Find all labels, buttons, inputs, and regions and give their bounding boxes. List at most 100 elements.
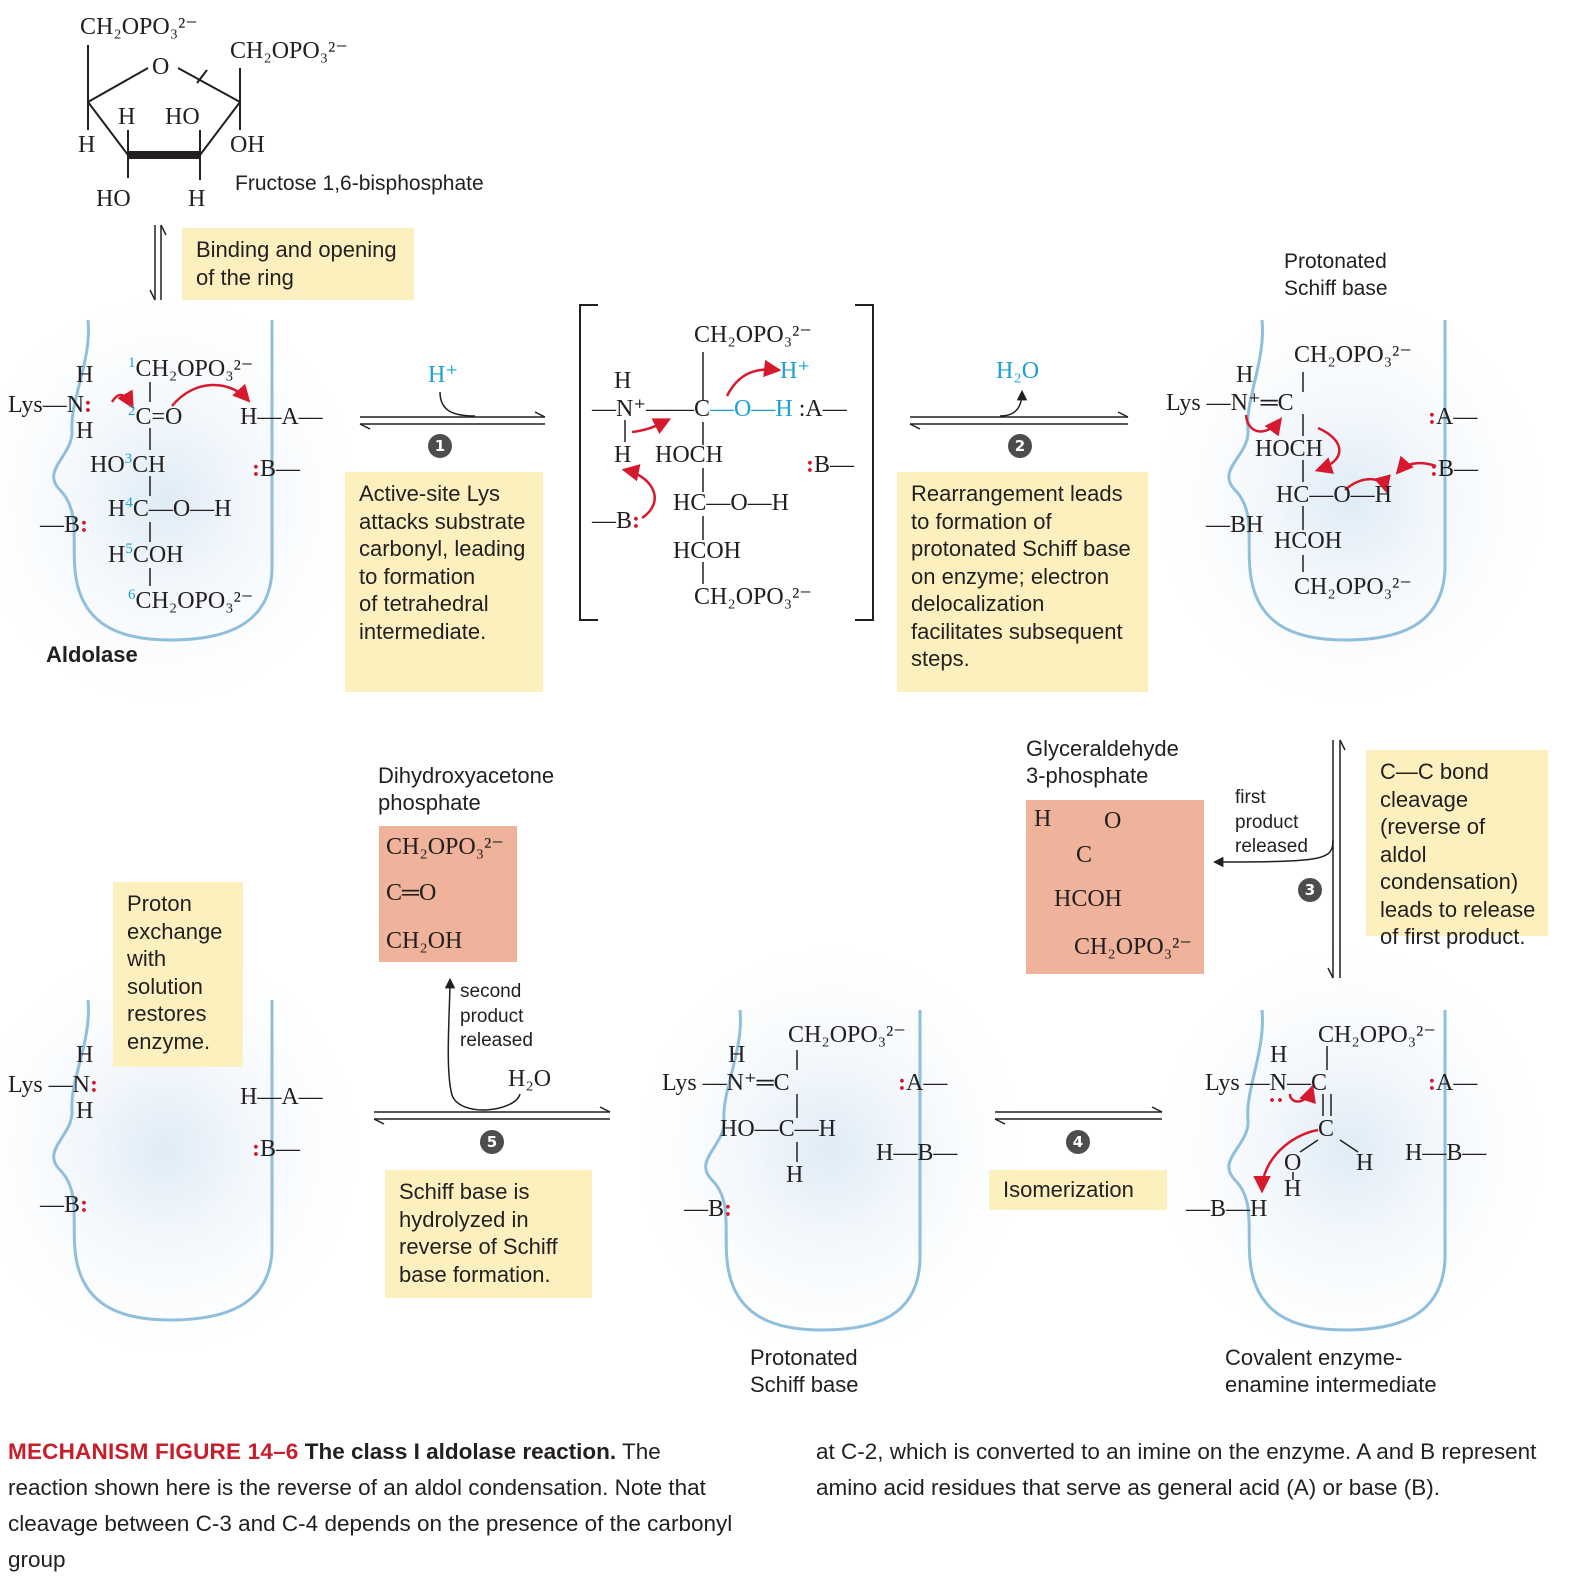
p1-c1-row: 1CH₂OPO₃²⁻ — [128, 355, 253, 383]
caption-title: The class I aldolase reaction. — [304, 1439, 617, 1464]
s2-lys-n: Lys —N⁺═C — [662, 1070, 790, 1096]
p1-ha: H—A— — [240, 404, 323, 430]
p1-n: N — [66, 392, 85, 418]
final-note: Proton exchange with solution restores e… — [113, 882, 243, 1067]
dhap-product-box — [379, 826, 517, 962]
p1-c4-tail: C—O—H — [132, 496, 232, 522]
p1-c2: C — [135, 404, 152, 430]
p1-c2-row: 2C=O — [128, 404, 183, 431]
p1-c3-tail: CH — [132, 452, 166, 478]
final-h-bottom: H — [76, 1098, 94, 1124]
step4-note: Isomerization — [989, 1170, 1167, 1210]
final-h-top: H — [76, 1042, 94, 1068]
final-b-left: —B: — [40, 1192, 89, 1218]
p3-hoch: HOCH — [1255, 436, 1324, 462]
fructose-ring — [87, 45, 241, 180]
final-ha: H—A— — [240, 1084, 323, 1110]
en-a: :A— — [1428, 1070, 1478, 1096]
binding-equilibrium-arrow — [149, 224, 167, 301]
en-lone-pair: ·· — [1268, 1088, 1285, 1114]
reagent-arrows — [439, 389, 1334, 1111]
p1-c4-num: 4 — [125, 495, 133, 511]
int-h-top: H — [614, 368, 632, 394]
p1-c4-row: H4C—O—H — [108, 495, 232, 523]
fructose-ring-oxygen: O — [152, 54, 170, 80]
p1-c5-num: 5 — [125, 541, 133, 557]
s2-top: CH₂OPO₃²⁻ — [788, 1022, 906, 1048]
electron-arrows — [110, 359, 1437, 1194]
p1-c5-row: H5COH — [108, 541, 184, 569]
p3-h: H — [1236, 362, 1254, 388]
int-top: CH₂OPO₃²⁻ — [694, 322, 812, 348]
step1-note: Active-site Lys attacks substrate carbon… — [345, 472, 543, 692]
en-c-low: C — [1318, 1116, 1335, 1142]
int-bottom: CH₂OPO₃²⁻ — [694, 584, 812, 610]
en-top: CH₂OPO₃²⁻ — [1318, 1022, 1436, 1048]
p1-c6-row: 6CH₂OPO₃²⁻ — [128, 588, 253, 615]
step2-badge: 2 — [1008, 434, 1032, 458]
p1-h-top: H — [76, 362, 94, 388]
substrate-label: Fructose 1,6-bisphosphate — [235, 172, 484, 195]
final-lys-n: Lys —N: — [8, 1072, 99, 1098]
p1-c4: H — [108, 496, 126, 522]
int-h-plus: H⁺ — [780, 358, 810, 384]
int-h-low: H — [614, 442, 632, 468]
g3p-o: O — [1104, 808, 1122, 834]
fructose-c1-group: CH₂OPO₃²⁻ — [80, 14, 198, 40]
g3p-bottom: CH₂OPO₃²⁻ — [1074, 934, 1192, 960]
p1-c3: HO — [90, 452, 125, 478]
g3p-c: C — [1076, 842, 1093, 868]
en-c-top: C — [1311, 1070, 1328, 1096]
s2-h: H — [728, 1042, 746, 1068]
fructose-h-left: H — [78, 132, 96, 158]
en-title: Covalent enzyme- enamine intermediate — [1225, 1345, 1437, 1397]
p1-b-right: :B— — [252, 456, 301, 482]
figure-caption-right: at C-2, which is converted to an imine o… — [816, 1439, 1537, 1500]
int-center-row: —N⁺——C—O—H :A— — [592, 396, 847, 422]
int-b-left: —B: — [592, 508, 641, 534]
en-hb: H—B— — [1405, 1140, 1487, 1166]
p3-bh: —BH — [1206, 512, 1264, 538]
p1-c3-num: 3 — [124, 451, 133, 467]
p3-hcoh: HCOH — [1274, 528, 1343, 554]
p1-lone-pair: : — [84, 392, 93, 418]
fructose-c6-group: CH₂OPO₃²⁻ — [230, 38, 348, 64]
int-c: C — [694, 396, 711, 422]
dhap-label: Dihydroxyacetone phosphate — [378, 763, 555, 815]
int-hcoh: HCOH — [673, 538, 742, 564]
fructose-h-bottom: H — [188, 186, 206, 212]
step5-release: second product released — [460, 981, 533, 1051]
g3p-h: H — [1034, 806, 1052, 832]
s2-hb: H—B— — [876, 1140, 958, 1166]
s2-hoch: HO—C—H — [720, 1116, 837, 1142]
fructose-oh-right: OH — [230, 132, 265, 158]
step1-badge: 1 — [428, 434, 452, 458]
enzyme-pocket-outlines — [52, 319, 1447, 1332]
p1-c1-num: 1 — [128, 355, 136, 371]
step3-note: C—C bond cleavage (reverse of aldol cond… — [1366, 750, 1548, 949]
int-b-right: :B— — [806, 452, 855, 478]
step1-reagent: H⁺ — [428, 362, 458, 388]
en-bh: —B—H — [1186, 1196, 1268, 1222]
en-lys-row: Lys —N—C — [1205, 1070, 1328, 1096]
p3-a: :A— — [1428, 404, 1478, 430]
p1-lys: Lys — [8, 392, 43, 418]
dhap-top: CH₂OPO₃²⁻ — [386, 834, 504, 860]
p3-title: Protonated Schiff base — [1284, 250, 1388, 300]
p1-c2-o: =O — [151, 404, 183, 430]
s2-h-low: H — [786, 1162, 804, 1188]
figure-caption-left: MECHANISM FIGURE 14–6 The class I aldola… — [8, 1434, 738, 1578]
step5-badge: 5 — [480, 1130, 504, 1154]
p1-c3-row: HO3CH — [90, 451, 166, 479]
int-hoch: HOCH — [655, 442, 724, 468]
p3-lys-n: Lys —N⁺═C — [1166, 390, 1294, 416]
p1-h-bottom: H — [76, 418, 94, 444]
en-h-right: H — [1356, 1150, 1374, 1176]
s2-b: —B: — [684, 1196, 733, 1222]
final-b-right: :B— — [252, 1136, 301, 1162]
int-hc: HC—O—H — [673, 490, 790, 516]
intermediate-brackets — [579, 304, 874, 621]
fructose-ho-bottom: HO — [96, 186, 131, 212]
equilibrium-arrows — [359, 411, 1346, 1125]
